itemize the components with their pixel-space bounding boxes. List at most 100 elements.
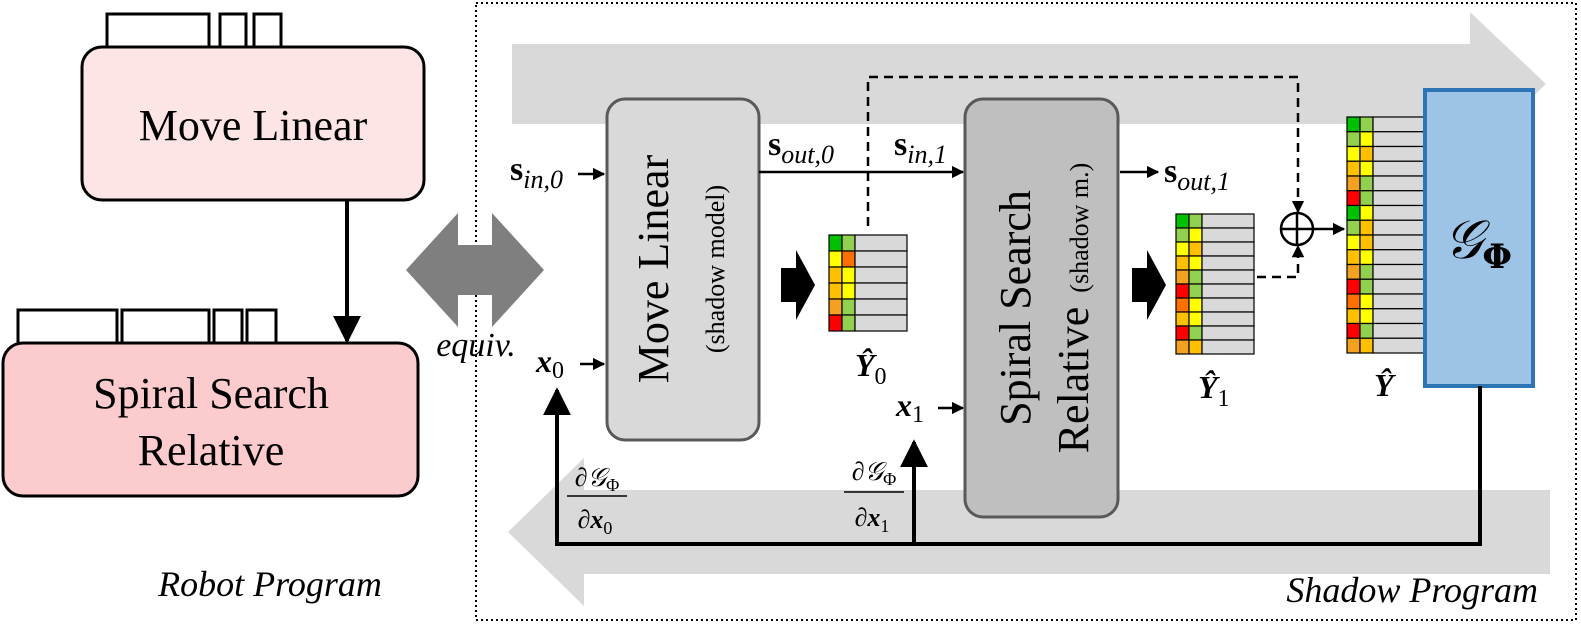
matrix-cell [1346,337,1361,354]
matrix-cell [1188,339,1203,355]
shadow-block-spiral-search: Spiral Search Relative(shadow m.) [963,97,1120,519]
matrix-cell [828,250,843,268]
matrix-row-rest [1372,234,1426,251]
matrix-cell [1346,308,1361,325]
matrix-cell [1188,325,1203,341]
matrix-cell [1359,116,1374,133]
robot-block-move-linear-label: Move Linear [139,101,368,150]
gradient-label-x1: ∂𝒢Φ ∂x1 [844,457,904,536]
equiv-double-arrow [406,213,544,327]
matrix-cell [1359,249,1374,266]
matrix-cell [841,266,856,284]
matrix-row-rest [1372,278,1426,295]
skip-connection-y1 [1257,244,1305,279]
y-label: Ŷ [1374,367,1396,403]
matrix-row-rest [1372,322,1426,339]
matrix-cell [841,250,856,268]
x1-label: x1 [895,387,924,428]
matrix-cell [1346,190,1361,207]
sum-node [1279,211,1315,247]
output-arrow-1 [1132,250,1166,320]
shadow-block-move-linear-title: Move Linear [629,154,678,383]
matrix-cell [1346,322,1361,339]
matrix-row-rest [1372,116,1426,133]
matrix-row-rest [1372,308,1426,325]
matrix-cell [1175,255,1190,271]
matrix-cell [1346,160,1361,177]
matrix-cell [1175,241,1190,257]
matrix-cell [1188,255,1203,271]
matrix-row-rest [854,314,908,332]
matrix-cell [1359,322,1374,339]
matrix-cell [1188,297,1203,313]
output-matrix-y0 [828,234,908,332]
matrix-cell [841,298,856,316]
matrix-cell [1346,293,1361,310]
matrix-cell [1175,297,1190,313]
matrix-row-rest [1372,160,1426,177]
gradient-backflow-line [543,386,1482,546]
matrix-cell [1346,263,1361,280]
matrix-row-rest [1201,311,1255,327]
matrix-row-rest [1372,131,1426,148]
matrix-cell [841,282,856,300]
matrix-row-rest [1201,339,1255,355]
s-in0-label: sin,0 [510,151,563,194]
robot-block-move-linear: Move Linear [80,12,426,202]
matrix-cell [1359,278,1374,295]
matrix-row-rest [1372,145,1426,162]
matrix-row-rest [1372,175,1426,192]
s-out0-label: sout,0 [768,126,834,169]
matrix-cell [828,298,843,316]
output-arrow-0 [781,250,815,320]
matrix-row-rest [1372,263,1426,280]
x0-label: x0 [535,343,564,384]
matrix-row-rest [1201,213,1255,229]
matrix-row-rest [1201,297,1255,313]
matrix-cell [828,266,843,284]
matrix-row-rest [1372,219,1426,236]
shadow-block-spiral-title-line1: Spiral Search [991,190,1040,426]
matrix-row-rest [854,250,908,268]
matrix-row-rest [1372,190,1426,207]
matrix-cell [1175,325,1190,341]
matrix-row-rest [854,266,908,284]
matrix-cell [1346,204,1361,221]
matrix-cell [1188,311,1203,327]
matrix-row-rest [1201,269,1255,285]
matrix-cell [1346,145,1361,162]
matrix-cell [828,234,843,252]
matrix-cell [1359,160,1374,177]
matrix-cell [1359,337,1374,354]
matrix-cell [841,234,856,252]
shadow-program-frame [475,2,1577,621]
matrix-cell [1359,263,1374,280]
matrix-cell [1359,190,1374,207]
matrix-cell [1188,283,1203,299]
matrix-row-rest [854,234,908,252]
matrix-cell [841,314,856,332]
matrix-row-rest [1201,255,1255,271]
output-matrix-y1 [1175,213,1255,355]
robot-block-spiral-search: Spiral Search Relative [1,308,420,498]
matrix-cell [1188,213,1203,229]
y0-label: Ŷ0 [855,347,887,390]
matrix-cell [1359,131,1374,148]
s-out1-label: sout,1 [1164,153,1230,196]
matrix-cell [1175,213,1190,229]
output-matrix-y [1346,116,1426,354]
matrix-row-rest [1372,249,1426,266]
shadow-block-spiral-title-line2: Relative(shadow m.) [1049,163,1098,454]
robot-program-caption: Robot Program [157,564,382,604]
matrix-row-rest [1372,337,1426,354]
backward-flow-arrow [508,458,1550,606]
matrix-cell [1175,339,1190,355]
matrix-cell [1346,219,1361,236]
equiv-label: equiv. [436,327,516,364]
matrix-cell [1346,175,1361,192]
matrix-cell [1175,227,1190,243]
matrix-cell [1359,204,1374,221]
forward-flow-arrow [512,12,1546,156]
